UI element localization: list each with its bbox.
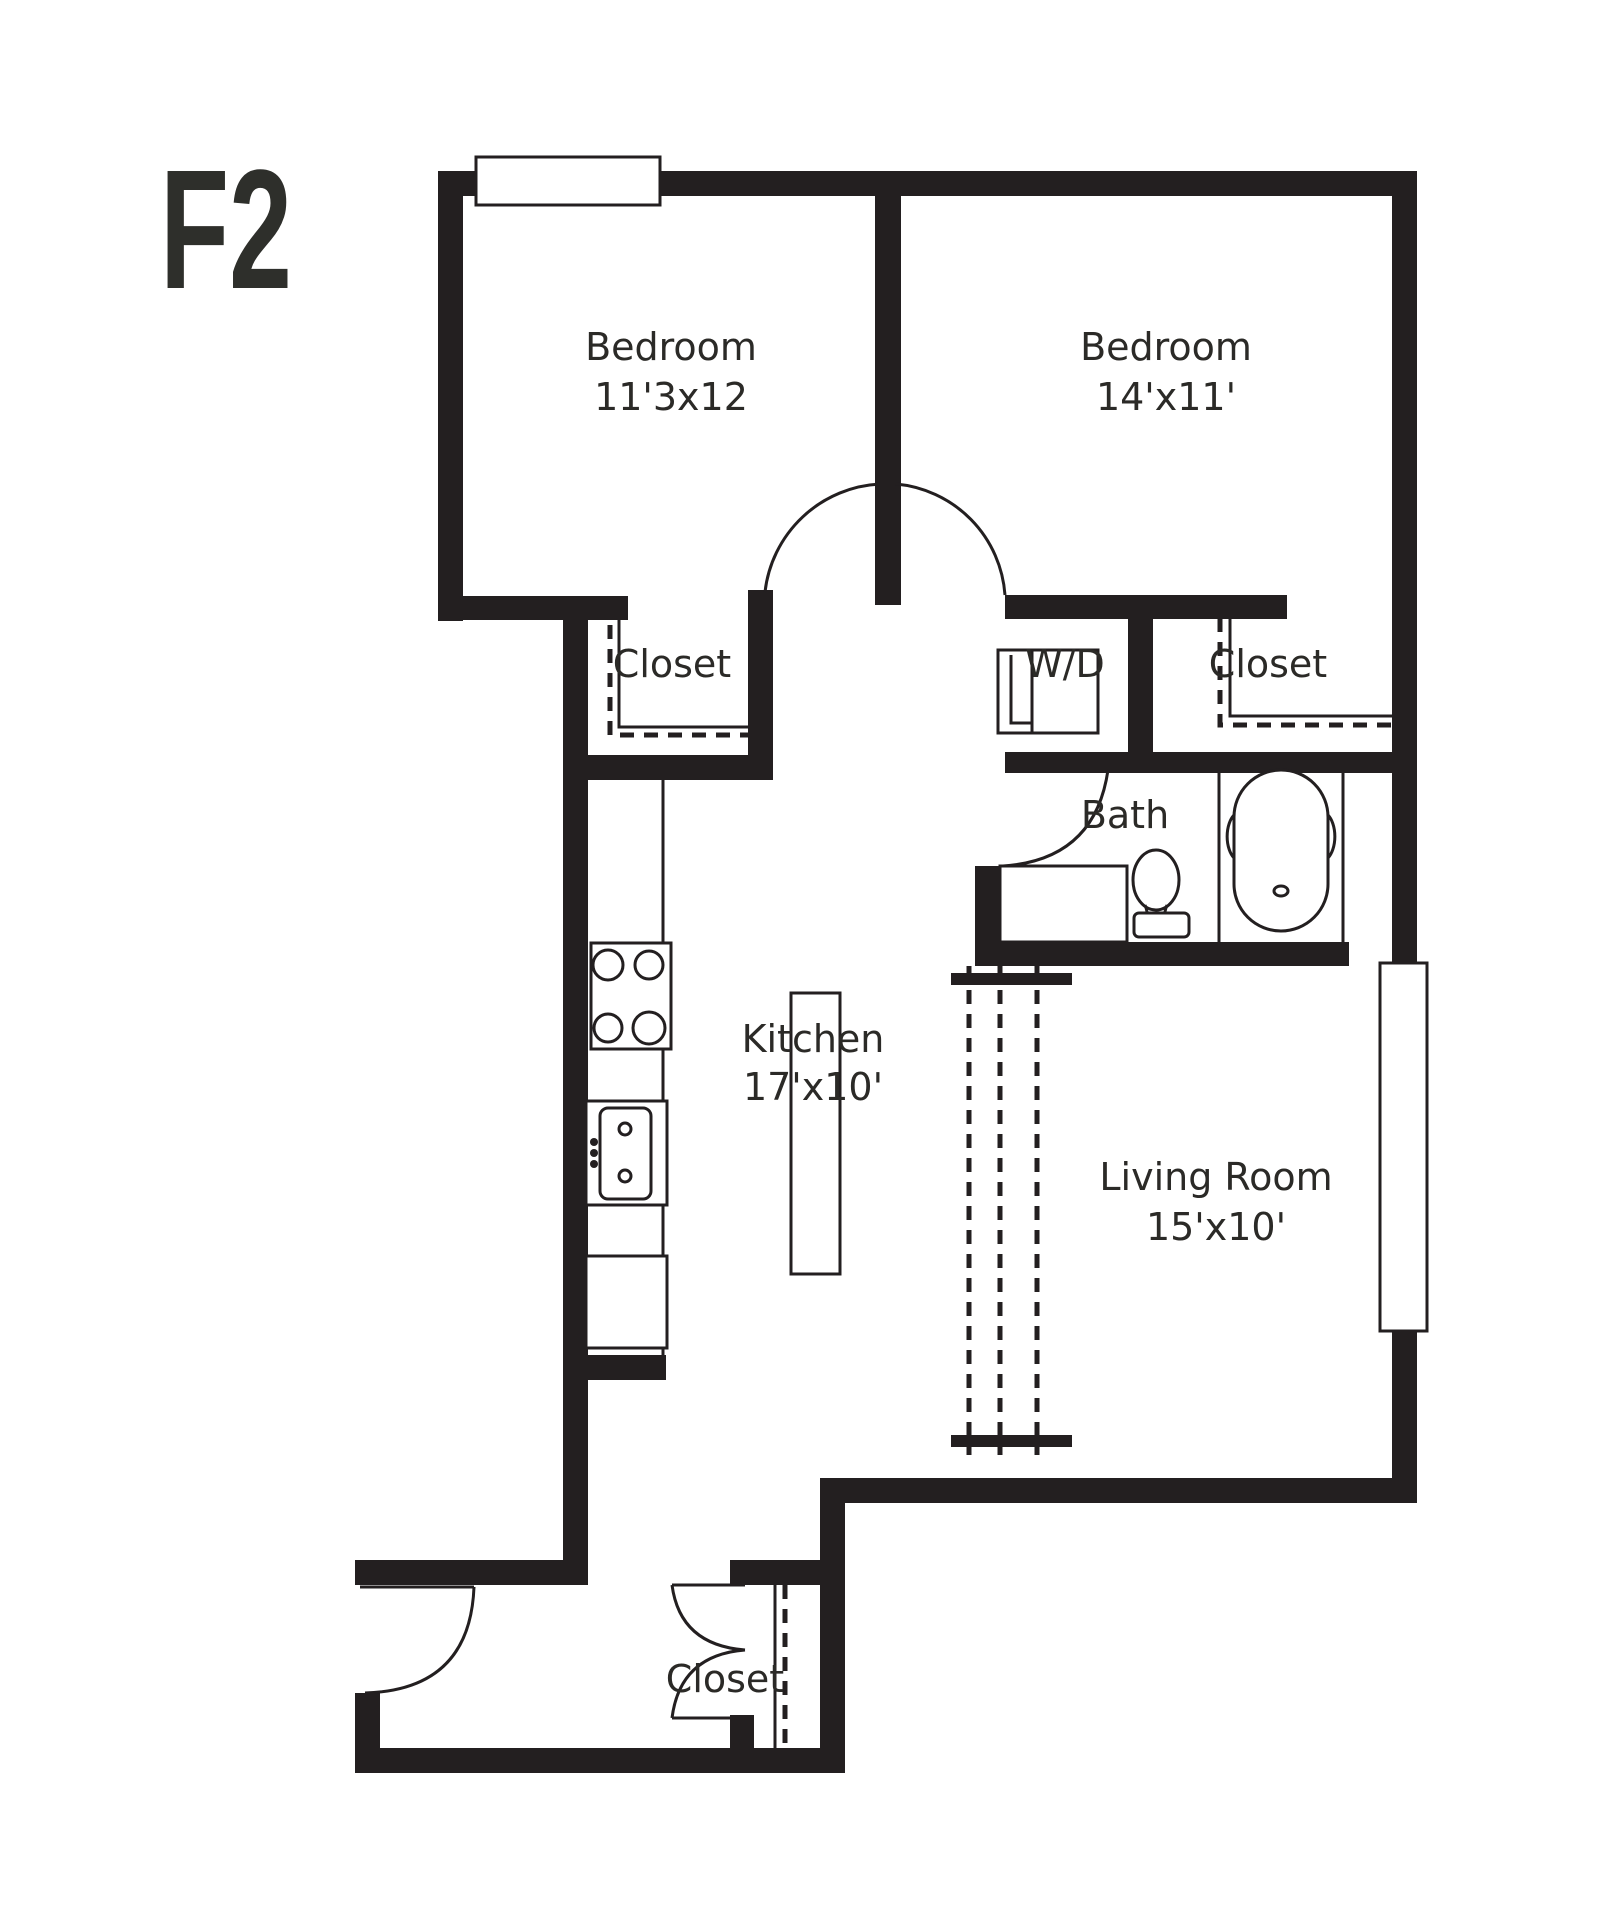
sink-icon (584, 1099, 669, 1207)
door-swing-bedroom-1 (763, 482, 881, 593)
doors (360, 482, 1110, 1720)
label-kitchen-name: Kitchen (742, 1017, 885, 1061)
label-bedroom-2-size: 14'x11' (1096, 375, 1236, 419)
washer-dryer (996, 648, 1100, 735)
door-swing-bedroom-2 (895, 482, 1007, 596)
vanity (998, 864, 1129, 944)
label-bedroom-2-name: Bedroom (1080, 325, 1252, 369)
stove-icon (589, 941, 673, 1051)
label-closet-entry: Closet (666, 1657, 784, 1701)
walls (355, 171, 1417, 1773)
label-living-room-size: 15'x10' (1146, 1205, 1286, 1249)
door-swing-entry (364, 1586, 476, 1695)
label-closet-bedroom-1: Closet (613, 642, 731, 686)
closet-fixtures (607, 614, 1392, 1748)
unit-title: F2 (160, 135, 292, 325)
toilet-icon (1131, 848, 1191, 939)
door-swing-closet-entry-top (670, 1584, 746, 1652)
label-closet-bedroom-2: Closet (1209, 642, 1327, 686)
door-swing-closet-entry-bottom (670, 1648, 746, 1719)
sliding-partition (951, 966, 1072, 1455)
window-living-room (1378, 961, 1429, 1333)
kitchen-fixtures (584, 780, 842, 1355)
kitchen-island (789, 991, 842, 1276)
label-laundry: W/D (1025, 642, 1105, 686)
window-bedroom-1 (474, 155, 662, 207)
bathtub-icon (1225, 768, 1337, 933)
room-labels: Bedroom 11'3x12 Bedroom 14'x11' Closet W… (585, 325, 1333, 1701)
windows (474, 155, 1429, 1333)
door-swing-bath (1002, 769, 1110, 868)
dishwasher (584, 1254, 669, 1350)
label-living-room-name: Living Room (1099, 1155, 1332, 1199)
label-bath: Bath (1081, 793, 1169, 837)
bath-fixtures (998, 768, 1345, 944)
label-bedroom-1-size: 11'3x12 (594, 375, 748, 419)
label-kitchen-size: 17'x10' (743, 1065, 883, 1109)
label-bedroom-1-name: Bedroom (585, 325, 757, 369)
